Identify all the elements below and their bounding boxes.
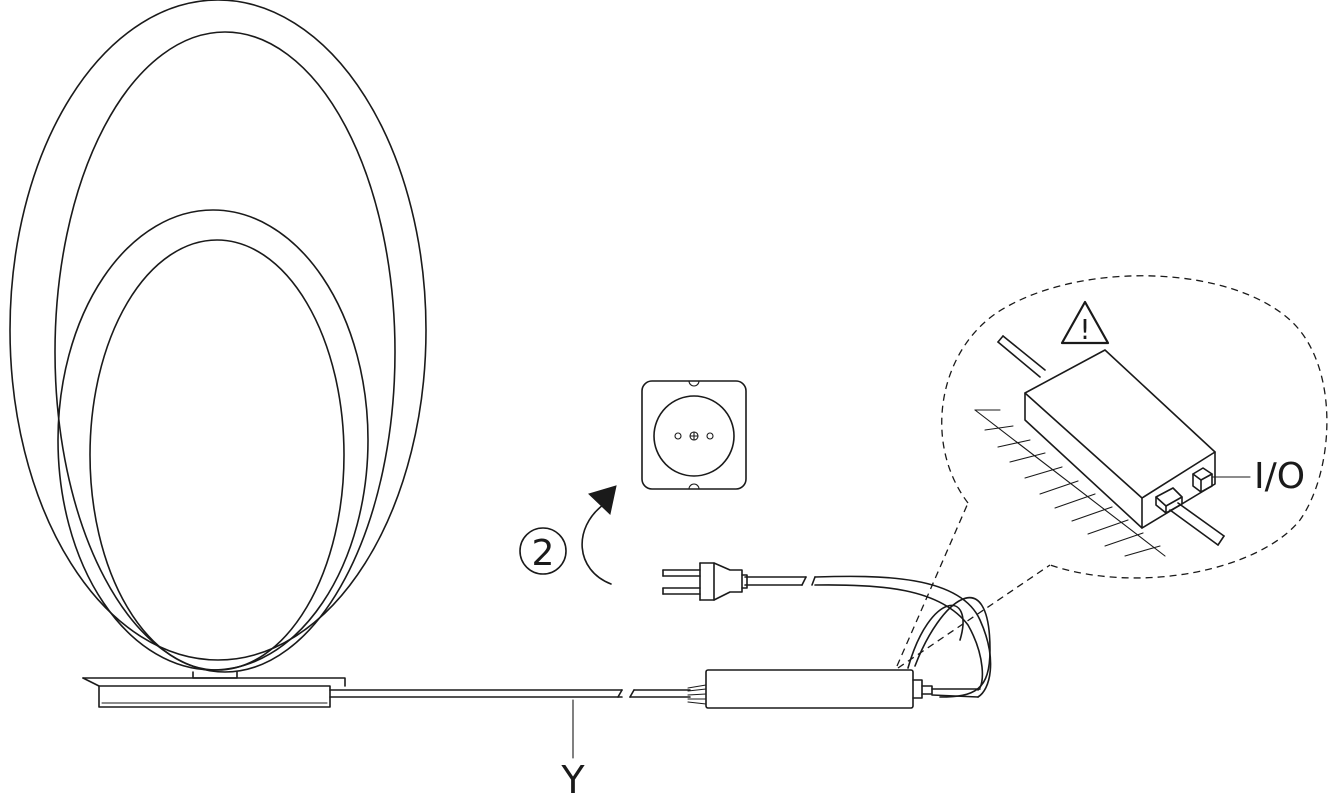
lamp-base [82, 677, 346, 708]
cable-y [329, 684, 707, 759]
inner-ring [57, 209, 369, 671]
warning-icon: ! [1060, 300, 1110, 346]
wall-socket [641, 380, 747, 490]
switch-label: I/O [1254, 456, 1305, 497]
strain-relief [687, 684, 707, 705]
power-cord [744, 575, 992, 698]
warning-symbol: ! [1079, 313, 1090, 346]
step-marker: 2 [519, 527, 567, 575]
euro-plug [662, 562, 748, 601]
lamp-neck [192, 671, 238, 679]
plug-pins [662, 569, 701, 595]
step-number: 2 [532, 533, 555, 574]
detail-driver-box [1024, 349, 1216, 529]
led-driver [705, 669, 981, 709]
power-switch [1192, 467, 1251, 493]
cable-label: Y [560, 758, 585, 799]
detail-cable-left [997, 335, 1046, 378]
detail-callout: I/O ! [896, 275, 1328, 669]
lamp [9, 0, 427, 708]
detail-connector [1155, 487, 1183, 514]
surface-hatching [974, 409, 1166, 557]
detail-cable-right [1169, 502, 1225, 546]
insert-arrow [581, 485, 617, 585]
outer-ring [9, 0, 427, 673]
